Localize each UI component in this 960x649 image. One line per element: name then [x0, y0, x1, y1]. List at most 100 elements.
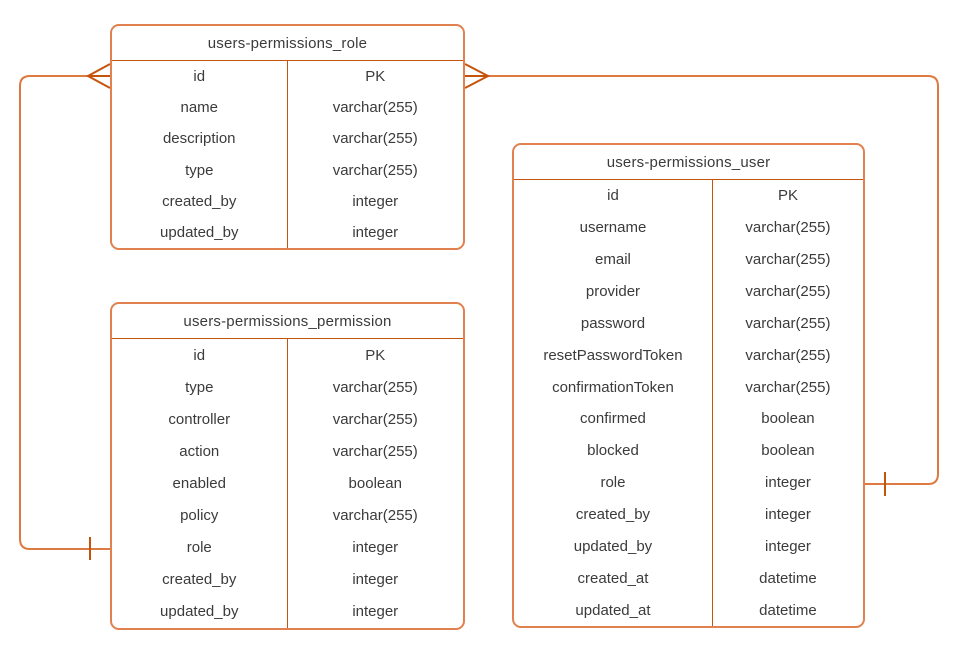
field-name: description	[112, 123, 288, 155]
table-body: id PK username varchar(255) email varcha…	[514, 180, 863, 627]
field-type: varchar(255)	[745, 314, 831, 332]
table-row: username varchar(255)	[514, 211, 863, 244]
field-type: integer	[352, 223, 399, 241]
relationship-role-permission[interactable]	[19, 63, 111, 560]
table-row: controller varchar(255)	[112, 403, 463, 436]
table-row: id PK	[112, 339, 463, 372]
table-row: type varchar(255)	[112, 371, 463, 404]
field-name: controller	[112, 403, 288, 436]
field-name: username	[514, 211, 713, 244]
field-type: varchar(255)	[332, 442, 418, 460]
field-type: boolean	[761, 410, 815, 428]
field-name: name	[112, 92, 288, 124]
field-name: id	[112, 61, 288, 93]
field-name: resetPasswordToken	[514, 339, 713, 372]
table-row: id PK	[112, 61, 463, 93]
table-row: enabled boolean	[112, 467, 463, 500]
field-name: updated_by	[514, 530, 713, 563]
field-name: action	[112, 435, 288, 468]
field-name: type	[112, 371, 288, 404]
table-row: email varchar(255)	[514, 243, 863, 276]
field-name: updated_by	[112, 216, 288, 249]
table-row: created_by integer	[112, 563, 463, 596]
field-type: integer	[352, 571, 399, 589]
field-type: varchar(255)	[332, 130, 418, 148]
field-name: id	[514, 180, 713, 212]
field-name: role	[514, 466, 713, 499]
field-type: varchar(255)	[332, 507, 418, 525]
field-name: enabled	[112, 467, 288, 500]
field-type: datetime	[759, 569, 817, 587]
table-row: role integer	[112, 531, 463, 564]
field-type: integer	[352, 539, 399, 557]
table-body: id PK type varchar(255) controller varch…	[112, 339, 463, 628]
table-row: updated_by integer	[112, 595, 463, 628]
field-name: id	[112, 339, 288, 372]
table-row: updated_by integer	[112, 216, 463, 249]
field-name: blocked	[514, 434, 713, 467]
table-title: users-permissions_permission	[112, 304, 463, 339]
field-type: PK	[365, 346, 386, 364]
field-type: boolean	[761, 442, 815, 460]
field-type: integer	[352, 192, 399, 210]
table-row: created_by integer	[514, 498, 863, 531]
table-row: id PK	[514, 180, 863, 212]
field-name: type	[112, 154, 288, 186]
table-row: blocked boolean	[514, 434, 863, 467]
field-type: varchar(255)	[332, 99, 418, 117]
field-name: role	[112, 531, 288, 564]
table-title: users-permissions_user	[514, 145, 863, 180]
table-row: password varchar(255)	[514, 307, 863, 340]
field-type: integer	[352, 603, 399, 621]
field-type: integer	[765, 474, 811, 492]
field-type: varchar(255)	[745, 219, 831, 237]
field-type: varchar(255)	[332, 378, 418, 396]
table-body: id PK name varchar(255) description varc…	[112, 61, 463, 249]
field-name: created_at	[514, 562, 713, 595]
table-row: provider varchar(255)	[514, 275, 863, 308]
field-name: updated_at	[514, 594, 713, 627]
entity-table-users-permissions-user[interactable]: users-permissions_user id PK username va…	[512, 143, 865, 628]
entity-table-users-permissions-permission[interactable]: users-permissions_permission id PK type …	[110, 302, 465, 630]
field-type: varchar(255)	[745, 378, 831, 396]
field-type: boolean	[348, 474, 402, 492]
field-name: confirmationToken	[514, 371, 713, 404]
field-type: datetime	[759, 601, 817, 619]
field-type: PK	[777, 187, 798, 205]
table-row: updated_at datetime	[514, 594, 863, 627]
field-type: varchar(255)	[745, 251, 831, 269]
field-name: updated_by	[112, 595, 288, 628]
table-row: updated_by integer	[514, 530, 863, 563]
table-title: users-permissions_role	[112, 26, 463, 61]
field-type: varchar(255)	[745, 283, 831, 300]
field-type: varchar(255)	[745, 346, 831, 364]
table-row: created_at datetime	[514, 562, 863, 595]
field-name: created_by	[514, 498, 713, 531]
crows-foot-many-icon	[464, 63, 491, 89]
field-name: email	[514, 243, 713, 276]
table-row: name varchar(255)	[112, 92, 463, 124]
table-row: confirmed boolean	[514, 403, 863, 435]
entity-table-users-permissions-role[interactable]: users-permissions_role id PK name varcha…	[110, 24, 465, 250]
field-name: password	[514, 307, 713, 340]
table-row: action varchar(255)	[112, 435, 463, 468]
field-type: integer	[765, 537, 811, 555]
crows-foot-many-icon	[85, 63, 111, 89]
table-row: confirmationToken varchar(255)	[514, 371, 863, 404]
table-row: description varchar(255)	[112, 123, 463, 155]
field-type: varchar(255)	[332, 410, 418, 428]
table-row: role integer	[514, 466, 863, 499]
field-type: PK	[365, 68, 386, 86]
field-name: created_by	[112, 185, 288, 217]
field-type: varchar(255)	[332, 161, 418, 179]
table-row: resetPasswordToken varchar(255)	[514, 339, 863, 372]
field-name: policy	[112, 499, 288, 532]
table-row: type varchar(255)	[112, 154, 463, 186]
field-name: confirmed	[514, 403, 713, 435]
table-row: created_by integer	[112, 185, 463, 217]
field-name: provider	[514, 275, 713, 308]
field-type: integer	[765, 506, 811, 524]
relationship-role-user[interactable]	[464, 63, 939, 496]
